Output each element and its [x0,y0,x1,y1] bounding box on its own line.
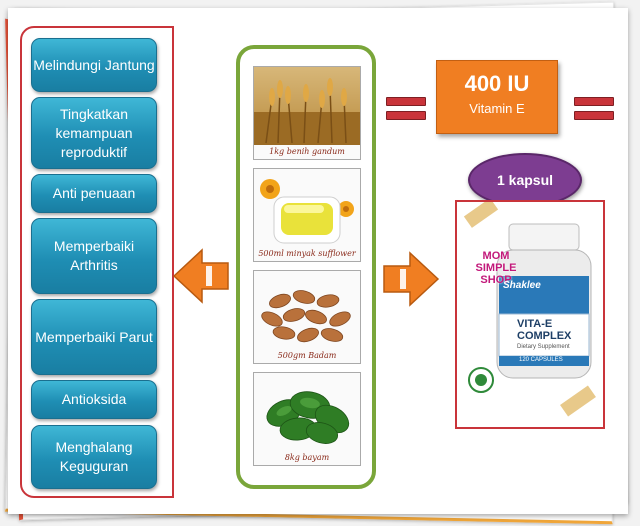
capsule-label: 1 kapsul [468,153,582,207]
benefit-melindungi-jantung: Melindungi Jantung [31,38,157,92]
dose-name: Vitamin E [469,101,525,116]
food-spinach: 8kg bayam [253,372,361,466]
equals-icon [574,97,614,120]
food-caption: 500gm Badam [277,351,337,360]
food-safflower-oil: 500ml minyak sufflower [253,168,361,262]
benefit-anti-penuaan: Anti penuaan [31,174,157,213]
capsule-label-text: 1 kapsul [496,172,554,188]
benefit-label: Tingkatkan kemampuan reproduktif [55,105,133,160]
benefit-label: Memperbaiki Parut [35,328,153,345]
benefit-parut: Memperbaiki Parut [31,299,157,375]
benefit-antioksida: Antioksida [31,380,157,419]
dose-amount: 400 IU [464,71,530,96]
food-almonds: 500gm Badam [253,270,361,364]
product-subtitle: Dietary Supplement [517,344,570,350]
spinach-icon [266,391,350,444]
supplement-bottle-icon [463,198,596,417]
benefit-label: Memperbaiki Arthritis [53,238,135,273]
equals-icon [386,97,426,120]
benefit-label: Anti penuaan [52,185,136,201]
product-name-line2: COMPLEX [517,330,572,342]
benefit-arthritis: Memperbaiki Arthritis [31,218,157,294]
arrow-left-icon [172,248,229,304]
wheat-icon [254,67,360,145]
arrow-right-icon [383,251,440,307]
product-name-line1: VITA-E [517,318,553,330]
benefit-label: Menghalang Keguguran [55,439,133,474]
almond-icon [261,290,351,343]
product-brand: Shaklee [503,280,541,291]
oil-bowl-icon [260,179,354,244]
food-caption: 1kg benih gandum [269,147,345,156]
food-wheat: 1kg benih gandum [253,66,361,160]
benefit-label: Antioksida [61,391,127,407]
product-image-frame: MOM SIMPLE SHOP Shaklee VITA-E COMPLEX D… [455,198,605,429]
benefit-label: Melindungi Jantung [33,56,155,73]
vitamin-e-dose-box: 400 IU Vitamin E [436,60,558,134]
benefit-keguguran: Menghalang Keguguran [31,425,157,489]
shop-logo: MOM SIMPLE SHOP [475,250,517,286]
food-caption: 8kg bayam [284,453,330,462]
product-count: 120 CAPSULES [519,357,563,363]
benefit-reproduktif: Tingkatkan kemampuan reproduktif [31,97,157,169]
food-caption: 500ml minyak sufflower [258,249,356,258]
